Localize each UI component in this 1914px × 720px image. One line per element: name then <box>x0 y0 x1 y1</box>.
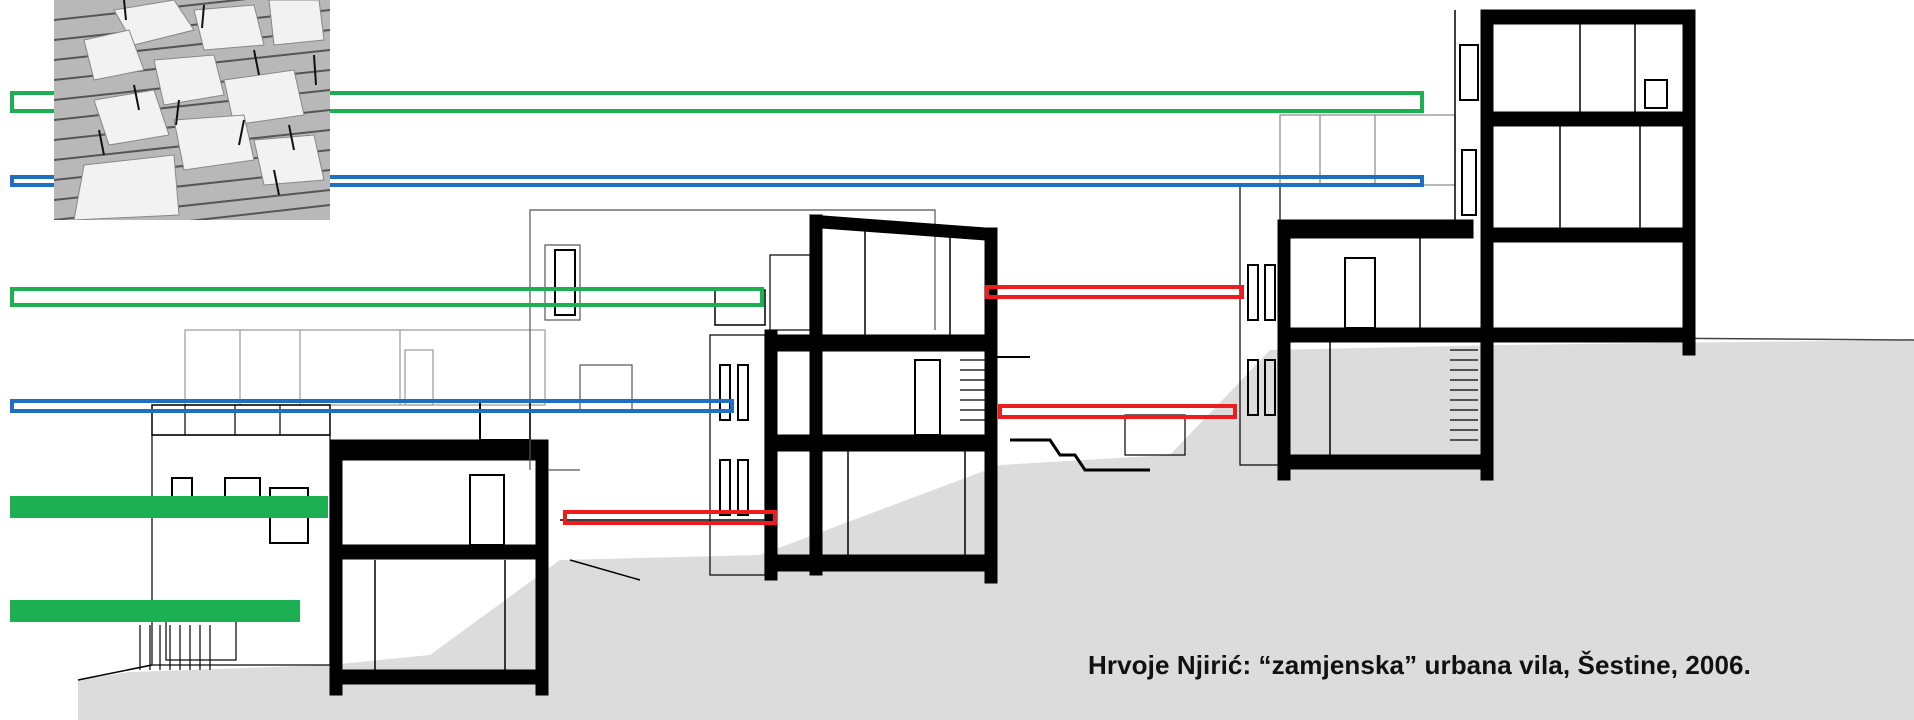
red-band-2 <box>998 404 1237 419</box>
blue-band-outline-2 <box>10 399 734 413</box>
blue-band-outline-1 <box>10 175 1424 187</box>
building-2 <box>529 209 1186 584</box>
red-band-1 <box>985 285 1244 299</box>
red-band-3 <box>563 510 777 525</box>
green-band-outline-1 <box>10 91 1424 113</box>
building-3 <box>1239 9 1696 481</box>
green-band-solid-2 <box>10 600 300 622</box>
highlight-bands <box>10 91 1424 525</box>
model-photo <box>54 0 330 220</box>
figure-caption: Hrvoje Njirić: “zamjenska” urbana vila, … <box>1088 650 1751 680</box>
green-band-solid-1 <box>10 496 328 518</box>
green-band-outline-2 <box>10 287 764 307</box>
